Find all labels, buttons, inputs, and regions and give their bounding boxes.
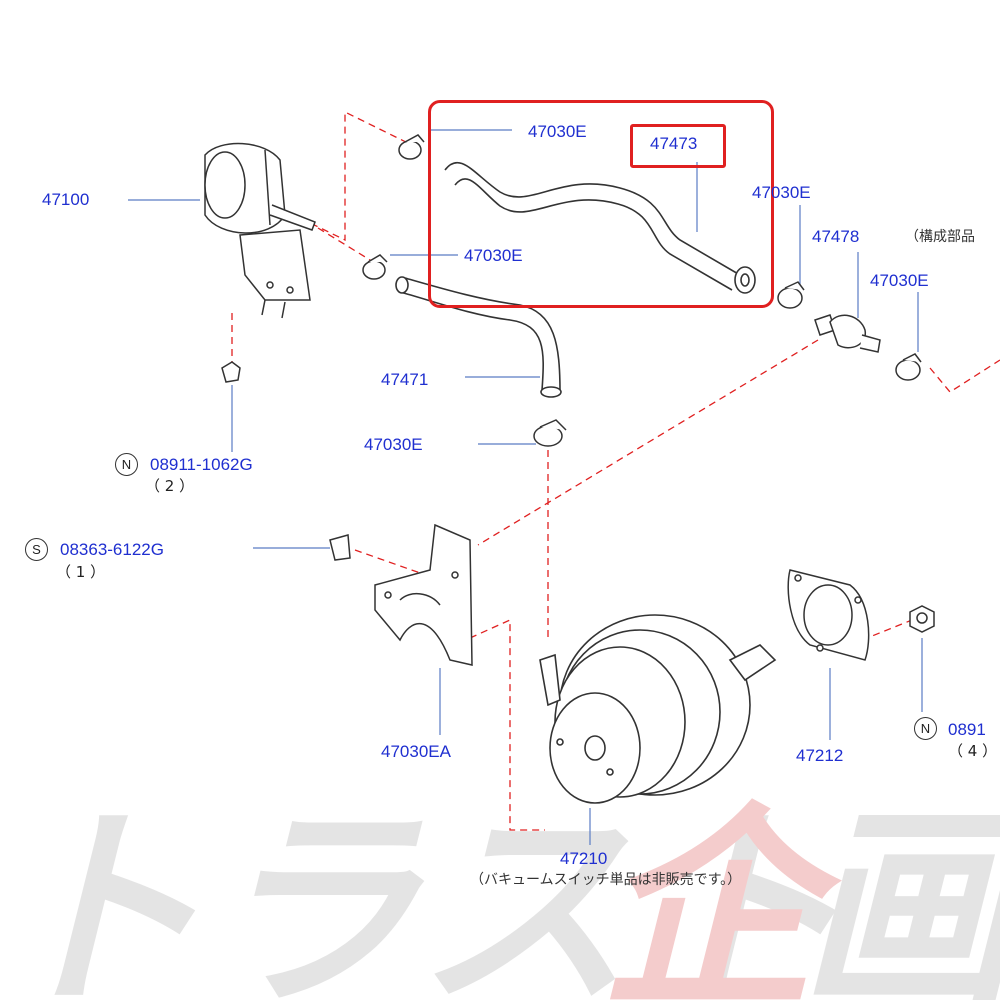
svg-text:トラスト: トラスト [0,785,846,1000]
bracket-47030EA [329,523,473,666]
hose-clamps [362,134,922,447]
components-note: （構成部品 [905,229,975,245]
quantity-08363: （ 1 ） [56,563,106,581]
watermark-logo: トラスト 企 画 [0,785,1000,1000]
highlight-label-47473 [630,124,726,168]
part-label-47030E[interactable]: 47030E [364,435,423,454]
part-label-47030EA[interactable]: 47030EA [381,742,451,761]
marker-s-circle: S [25,538,48,561]
check-valve-47478 [814,314,881,353]
gasket-47212 [787,569,870,661]
canister-47100 [204,142,316,383]
hose-47473 [444,161,756,294]
svg-text:画: 画 [800,785,1000,1000]
part-label-47030E[interactable]: 47030E [528,122,587,141]
part-label-08363-6122G[interactable]: 08363-6122G [60,540,164,559]
part-label-08911-1062G[interactable]: 08911-1062G [150,455,253,474]
leader-lines [128,129,923,845]
vacuum-switch-note: （バキュームスイッチ単品は非販売です。） [470,872,742,888]
part-label-47030E[interactable]: 47030E [870,271,929,290]
quantity-08911: （ 2 ） [145,477,195,495]
part-label-47030E[interactable]: 47030E [464,246,523,265]
part-label-0891-right[interactable]: 0891 [948,720,986,739]
marker-n-circle-right: N [914,717,937,740]
part-label-47030E[interactable]: 47030E [752,183,811,202]
part-label-47212[interactable]: 47212 [796,746,844,765]
part-label-47471[interactable]: 47471 [381,370,429,389]
part-label-47478[interactable]: 47478 [812,227,860,246]
highlight-hose-47473 [428,100,774,308]
part-label-47100[interactable]: 47100 [42,190,90,209]
nut-right [909,605,935,633]
marker-n-circle: N [115,453,138,476]
quantity-08911-right: （ 4 ） [948,742,998,760]
svg-text:企: 企 [600,785,842,1000]
brake-booster-47210 [539,614,777,804]
part-label-47210[interactable]: 47210 [560,849,608,868]
part-label-47473[interactable]: 47473 [650,134,698,153]
